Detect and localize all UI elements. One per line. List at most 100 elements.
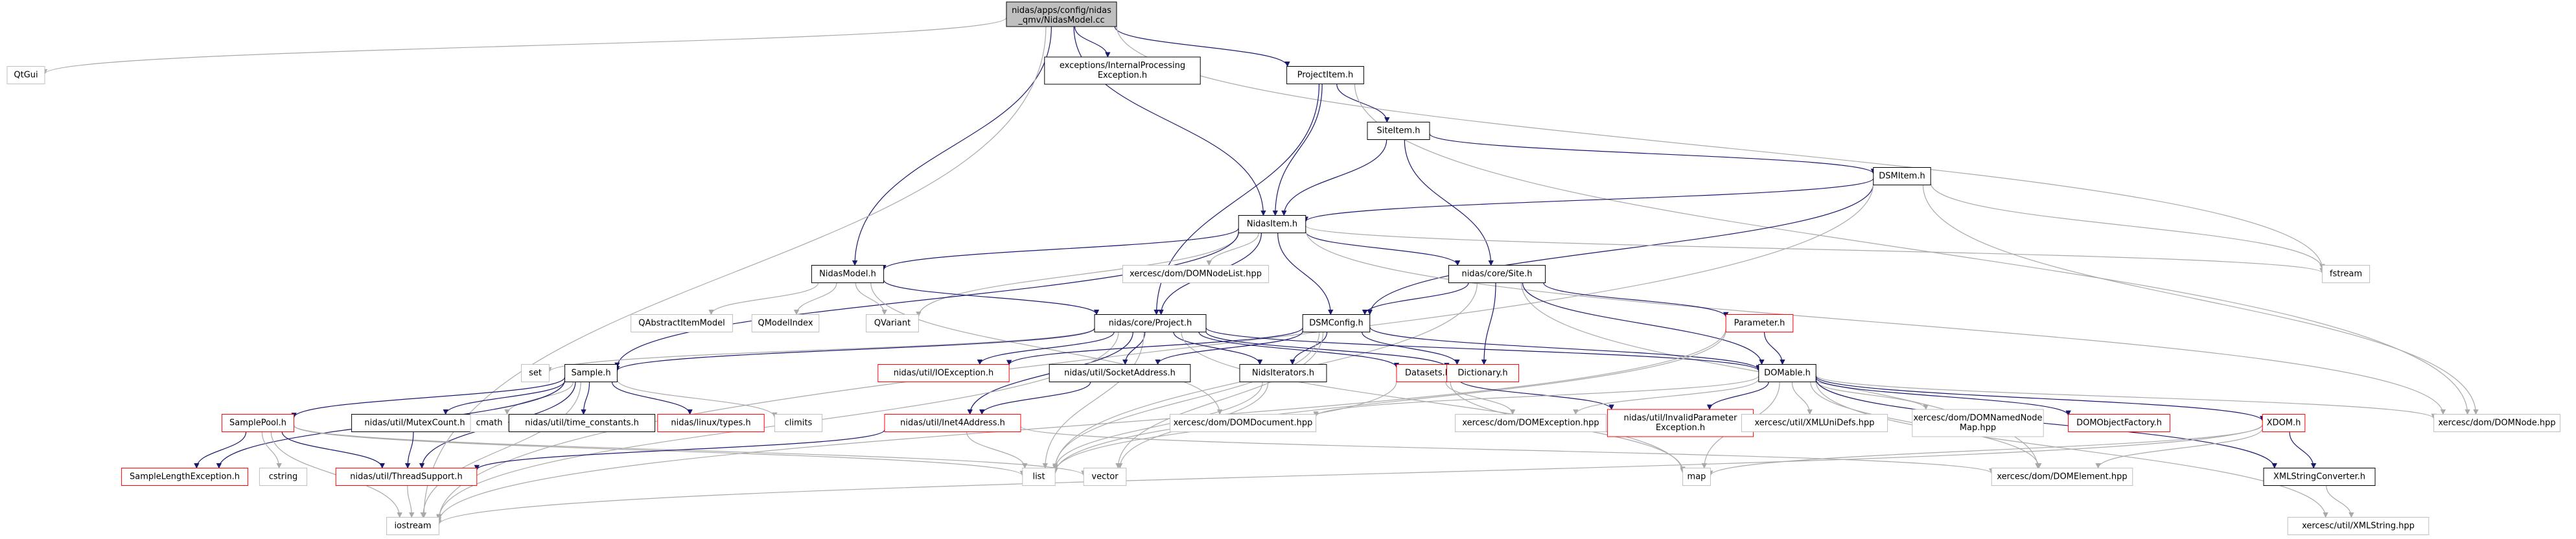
edge-core_project-to-niditerators [1173,332,1263,365]
node-box [1239,364,1327,382]
node-box [121,468,248,486]
node-box [564,364,618,382]
node-label: xercesc/dom/DOMDocument.hpp [1174,419,1313,428]
graph-node-linuxtypes[interactable]: nidas/linux/types.h [657,414,765,432]
graph-node-fstream: fstream [2321,265,2371,283]
edge-inet4-to-domelement [1020,426,1995,474]
graph-node-timeconst[interactable]: nidas/util/time_constants.h [508,414,656,432]
node-label: SampleLengthException.h [130,472,240,482]
node-label: nidas/util/ThreadSupport.h [350,472,462,482]
node-label: XMLStringConverter.h [2273,472,2365,482]
node-box [1741,414,1888,432]
node-label: xercesc/dom/DOMException.hpp [1462,419,1599,428]
edge-niditerators-to-list [1052,382,1263,471]
graph-node-threadsupport[interactable]: nidas/util/ThreadSupport.h [335,468,478,486]
graph-node-sample[interactable]: Sample.h [564,364,618,382]
graph-node-samplelenexc[interactable]: SampleLengthException.h [121,468,248,486]
edge-xdom-to-iostream [436,424,2263,525]
edge-dsmconfig-to-niditerators [1290,332,1328,365]
edge-core_site-to-parameter [1543,282,1729,318]
edge-dsmitem-to-dsmconfig [1367,183,1874,315]
node-box [866,314,919,332]
node-label: DSMConfig.h [1309,319,1363,328]
edge-samplepool-to-threadsupport [281,431,385,469]
graph-node-xmlstrconv[interactable]: XMLStringConverter.h [2263,468,2376,486]
graph-node-inet4[interactable]: nidas/util/Inet4Address.h [884,414,1021,432]
node-label: xercesc/util/XMLString.hpp [2302,522,2415,531]
node-label: QVariant [874,319,911,328]
graph-node-siteitem[interactable]: SiteItem.h [1367,122,1430,140]
edge-nidasitem-to-fstream [1305,225,2325,274]
node-label: map [1688,472,1706,482]
edge-xdom-to-domelement [2095,428,2263,469]
edge-domable-to-invalidparam [1706,382,1769,410]
edge-core_project-to-socketaddress [1122,332,1146,365]
graph-node-socketaddress[interactable]: nidas/util/SocketAddress.h [1049,364,1191,382]
edge-dsmconfig-to-domable [1369,327,1761,371]
node-box [2263,468,2376,486]
edge-dsmconfig-to-list [1052,332,1320,469]
edge-dsmconfig-to-ioexception [1006,327,1303,365]
graph-node-domable[interactable]: DOMable.h [1758,364,1816,382]
node-label: xercesc/util/XMLUniDefs.hpp [1754,419,1874,428]
graph-node-iostream: iostream [386,517,439,535]
graph-node-domobjfactory[interactable]: DOMObjectFactory.h [2068,414,2170,432]
node-box [1607,409,1754,437]
graph-node-nidasmodel[interactable]: NidasModel.h [811,265,885,283]
edge-socketaddress-to-inet4 [979,382,1091,415]
edge-nidasmodel-to-qmodelindex [793,282,837,315]
graph-node-set: set [521,364,550,382]
graph-node-core_project[interactable]: nidas/core/Project.h [1094,314,1207,332]
node-box [657,414,765,432]
graph-node-xdom[interactable]: XDOM.h [2262,414,2306,432]
node-label: nidas/util/Inet4Address.h [900,419,1005,428]
node-box [1006,1,1117,27]
node-label: ProjectItem.h [1297,71,1353,80]
edge-parameter-to-list [1052,330,1726,474]
graph-node-dsmconfig[interactable]: DSMConfig.h [1302,314,1371,332]
edge-sample-to-climits [616,379,778,419]
edge-datasets-to-domexception [1445,382,1516,415]
edge-core_site-to-domable [1522,282,1765,365]
edge-parameter-to-iostream [436,328,1726,523]
graph-node-dsmitem[interactable]: DSMItem.h [1873,167,1931,185]
node-box [1286,66,1364,84]
graph-node-core_site[interactable]: nidas/core/Site.h [1448,265,1546,283]
edge-core_project-to-dictionary [1205,331,1450,369]
graph-node-domnode: xercesc/dom/DOMNode.hpp [2433,414,2560,432]
edge-datasets-to-invalidparam [1458,379,1614,410]
graph-node-nidasitem[interactable]: NidasItem.h [1238,215,1306,233]
graph-node-projectitem[interactable]: ProjectItem.h [1286,66,1364,84]
node-label: iostream [394,522,431,531]
graph-node-qmodelindex: QModelIndex [751,314,820,332]
edge-nidasmodel-to-core_project [883,279,1100,315]
node-label: nidas/linux/types.h [671,419,750,428]
graph-node-samplepool[interactable]: SamplePool.h [221,414,295,432]
edge-core_site-to-dictionary [1481,282,1496,365]
node-label: fstream [2330,270,2362,279]
node-label: nidas/core/Project.h [1109,319,1192,328]
edge-core_project-to-datasets [1198,332,1400,369]
graph-node-parameter[interactable]: Parameter.h [1725,314,1794,332]
graph-node-qabstract: QAbstractItemModel [631,314,733,332]
graph-node-root[interactable]: nidas/apps/config/nidas_qmv/NidasModel.c… [1006,1,1117,27]
node-label: xercesc/dom/DOMElement.hpp [1997,472,2127,482]
graph-node-ioexception[interactable]: nidas/util/IOException.h [877,364,1010,382]
graph-node-dictionary[interactable]: Dictionary.h [1446,364,1520,382]
edge-domable-to-xmlunidefs [1791,382,1813,415]
node-label: XDOM.h [2267,419,2301,428]
edge-core_project-to-map [1181,332,1686,474]
edge-xmlstrconv-to-xmlstring [2326,485,2354,518]
edge-nidasitem-to-dsmconfig [1277,233,1334,315]
graph-node-mutexcount[interactable]: nidas/util/MutexCount.h [351,414,478,432]
edge-parameter-to-domable [1763,332,1785,365]
graph-node-niditerators[interactable]: NidsIterators.h [1239,364,1327,382]
node-label: NidasItem.h [1247,220,1297,229]
edge-domable-to-xmlstrconv [1815,378,2277,469]
node-label: _qmv/NidasModel.cc [1017,16,1104,25]
edge-xdom-to-map [1708,424,2263,476]
node-label: NidsIterators.h [1252,369,1314,378]
node-box [1725,314,1794,332]
